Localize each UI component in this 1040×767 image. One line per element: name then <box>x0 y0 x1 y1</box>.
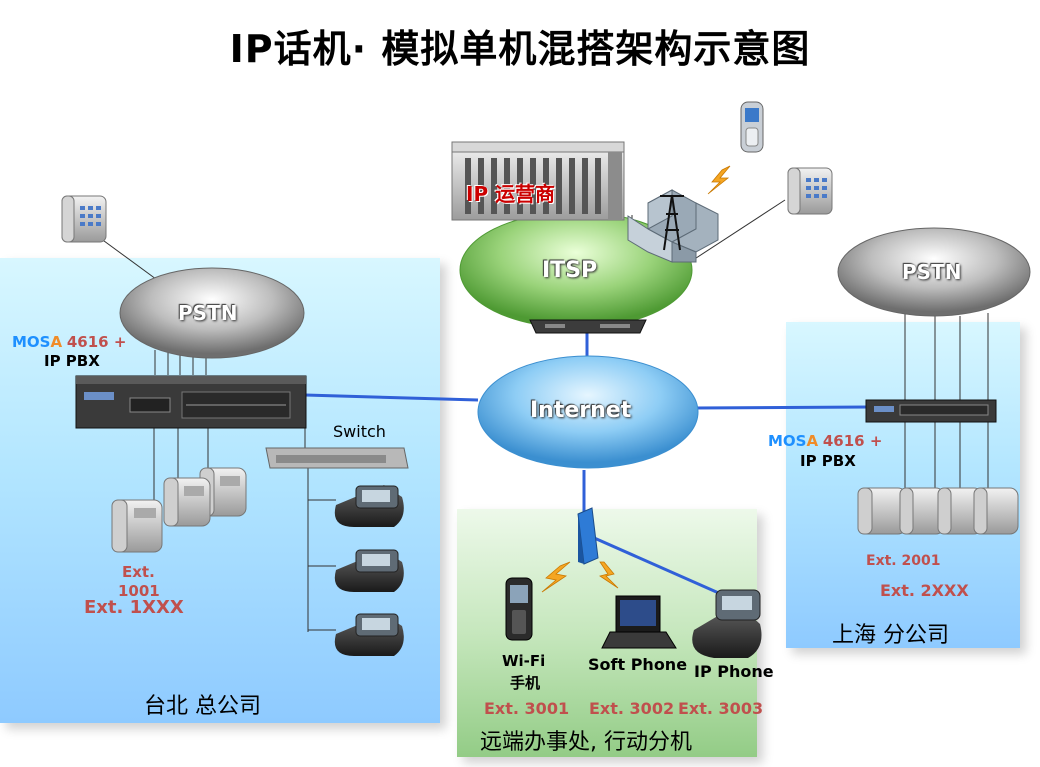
taipei-location-label: 台北 总公司 <box>144 694 261 719</box>
network-links <box>99 199 989 632</box>
network-switch-icon <box>265 447 409 469</box>
pbx-right-brand-a: A <box>806 432 819 450</box>
wifi-access-point-icon <box>577 507 599 565</box>
wifi-phone-label-line1: Wi-Fi <box>502 652 546 670</box>
shanghai-branch-panel <box>786 322 1020 648</box>
diagram-title: IP话机· 模拟单机混搭架构示意图 <box>229 27 811 71</box>
pbx-right-brand-m: MOS <box>768 432 807 450</box>
pbx-right-device-icon <box>865 399 997 423</box>
taipei-ext-1001-line1: Ext. <box>122 563 155 581</box>
taipei-ext-1001-line2: 1001 <box>118 582 160 600</box>
laptop-softphone-icon <box>601 595 677 649</box>
taipei-analog-phone-icon <box>111 467 247 553</box>
taipei-ip-phone-icon <box>334 485 404 656</box>
internet-cloud <box>477 355 699 469</box>
shanghai-analog-phone-icon <box>857 487 1019 535</box>
pstn-left-label: PSTN <box>178 301 238 325</box>
taipei-ext-range: Ext. 1XXX <box>84 597 184 618</box>
pbx-left-type: IP PBX <box>44 352 100 370</box>
pbx-right-type: IP PBX <box>800 452 856 470</box>
internet-label: Internet <box>530 398 632 423</box>
ip-phone-label: IP Phone <box>694 662 774 681</box>
pbx-left-brand: MOSA 4616 + <box>12 333 126 351</box>
pbx-left-device-icon <box>75 375 307 429</box>
pbx-right-brand: MOSA 4616 + <box>768 432 882 450</box>
cell-tower-icon <box>627 189 719 263</box>
analog-phone-top-left-icon <box>61 195 107 243</box>
pbx-left-brand-m: MOS <box>12 333 51 351</box>
shanghai-ext-range: Ext. 2XXX <box>880 581 969 600</box>
wifi-phone-label-line2: 手机 <box>510 674 541 692</box>
pbx-right-model: 4616 + <box>822 432 883 450</box>
itsp-label: ITSP <box>542 258 598 283</box>
switch-label: Switch <box>333 422 386 441</box>
pstn-cloud-right <box>837 227 1031 317</box>
analog-phone-top-right-icon <box>787 167 833 215</box>
wifi-mobile-phone-icon <box>505 577 533 641</box>
remote-ip-phone-icon <box>692 589 762 658</box>
remote-ext-3001: Ext. 3001 <box>484 699 570 718</box>
softphone-label: Soft Phone <box>588 655 688 674</box>
shanghai-ext-2001: Ext. 2001 <box>866 553 941 569</box>
pstn-right-label: PSTN <box>902 260 962 284</box>
mobile-phone-icon <box>740 101 764 153</box>
pbx-left-model: 4616 + <box>66 333 127 351</box>
isp-server-rack-icon <box>451 141 625 221</box>
pstn-cloud-left <box>119 267 305 359</box>
remote-ext-3003: Ext. 3003 <box>678 699 764 718</box>
isp-label: IP 运营商 <box>466 182 556 206</box>
remote-location-label: 远端办事处, 行动分机 <box>480 730 692 755</box>
remote-ext-3002: Ext. 3002 <box>589 699 675 718</box>
itsp-router-icon <box>529 319 647 334</box>
wireless-bolt-icon <box>541 165 731 593</box>
shanghai-location-label: 上海 分公司 <box>832 623 949 648</box>
pbx-left-brand-a: A <box>50 333 63 351</box>
